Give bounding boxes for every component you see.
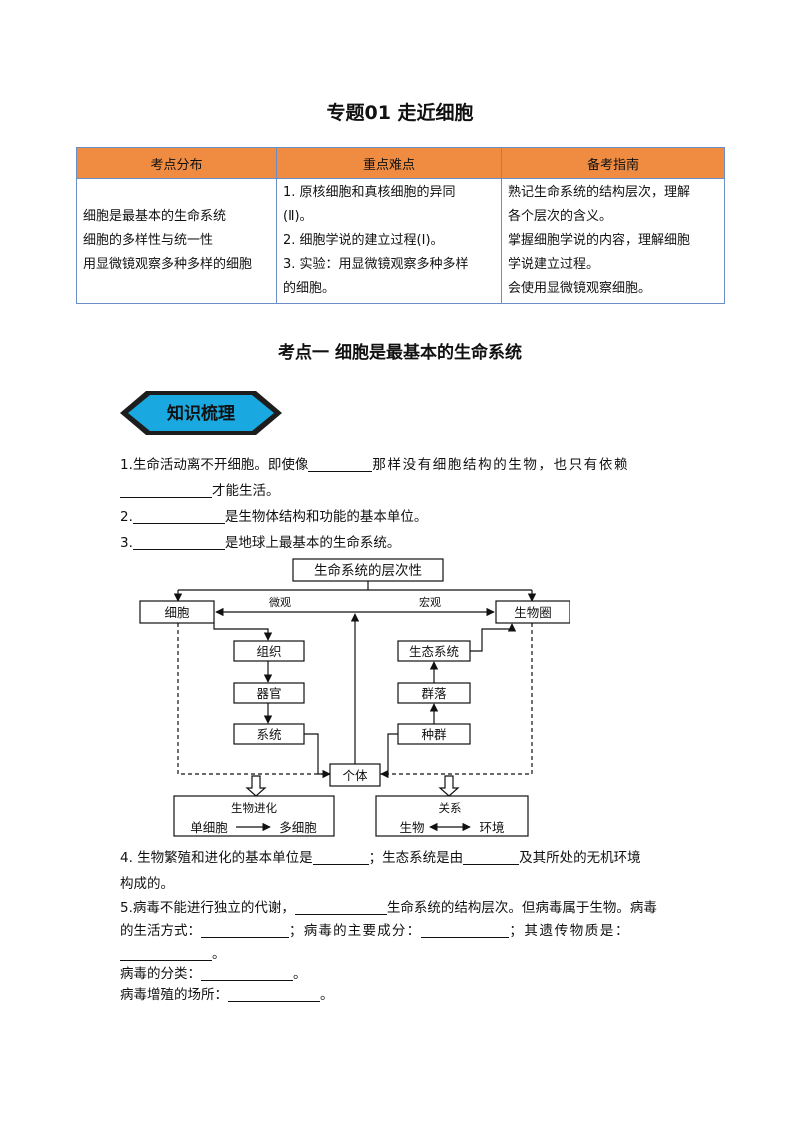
fill-blank[interactable] (463, 848, 520, 865)
diagram-biosphere-label: 生物圈 (514, 605, 552, 620)
paragraph-5-cont: 的生活方式：；病毒的主要成分：；其遗传物质是： (120, 921, 631, 939)
fill-blank[interactable] (201, 964, 293, 981)
exam-points-table: 考点分布 重点难点 备考指南 细胞是最基本的生命系统 细胞的多样性与统一性 用显… (76, 147, 725, 304)
fill-blank[interactable] (132, 507, 225, 524)
paragraph-1: 1.生命活动离不开细胞。即使像那样没有细胞结构的生物，也只有依赖 (120, 455, 630, 473)
table-header: 备考指南 (501, 147, 725, 179)
diagram-relation-title: 关系 (439, 801, 462, 815)
table-cell-guide: 熟记生命系统的结构层次，理解 各个层次的含义。 掌握细胞学说的内容，理解细胞 学… (501, 178, 725, 304)
diagram-community-label: 群落 (421, 686, 447, 701)
diagram-macro-label: 宏观 (419, 595, 441, 609)
fill-blank[interactable] (120, 944, 212, 961)
fill-blank[interactable] (421, 921, 510, 938)
fill-blank[interactable] (201, 921, 289, 938)
diagram-population-label: 种群 (421, 727, 447, 742)
fill-blank[interactable] (132, 533, 225, 550)
knowledge-badge: 知识梳理 (120, 391, 282, 435)
paragraph-5: 5.病毒不能进行独立的代谢，生命系统的结构层次。但病毒属于生物。病毒 (120, 898, 657, 916)
diagram-top-label: 生命系统的层次性 (314, 562, 422, 579)
fill-blank[interactable] (294, 898, 387, 915)
diagram-system-label: 系统 (256, 727, 281, 742)
table-header: 考点分布 (76, 147, 277, 179)
paragraph-3: 3.是地球上最基本的生命系统。 (120, 533, 401, 551)
badge-label: 知识梳理 (166, 403, 235, 424)
paragraph-1-cont: 才能生活。 (120, 479, 680, 503)
table-header-row: 考点分布 重点难点 备考指南 (76, 147, 725, 179)
document-title: 专题01 走近细胞 (326, 102, 474, 124)
paragraph-4-cont: 构成的。 (120, 876, 174, 892)
diagram-tissue-label: 组织 (256, 644, 281, 659)
fill-blank[interactable] (308, 455, 373, 472)
diagram-relation-left: 生物 (399, 820, 424, 835)
paragraph-5-cont2: 。 (120, 942, 680, 966)
paragraph-2: 2.是生物体结构和功能的基本单位。 (120, 507, 428, 525)
paragraph-6: 病毒的分类：。 (120, 964, 307, 982)
table-cell-key-points: 1. 原核细胞和真核细胞的异同 (Ⅱ)。 2. 细胞学说的建立过程(Ⅰ)。 3.… (276, 178, 502, 304)
diagram-micro-label: 微观 (269, 595, 291, 609)
fill-blank[interactable] (120, 481, 212, 498)
table-row: 细胞是最基本的生命系统 细胞的多样性与统一性 用显微镜观察多种多样的细胞 1. … (76, 178, 725, 304)
diagram-evo-to: 多细胞 (279, 820, 317, 835)
diagram-individual-label: 个体 (342, 768, 368, 783)
fill-blank[interactable] (312, 848, 369, 865)
diagram-evo-title: 生物进化 (231, 801, 277, 815)
table-cell-distribution: 细胞是最基本的生命系统 细胞的多样性与统一性 用显微镜观察多种多样的细胞 (76, 178, 277, 304)
table-header: 重点难点 (276, 147, 502, 179)
section-title: 考点一 细胞是最基本的生命系统 (278, 343, 522, 363)
diagram-ecosystem-label: 生态系统 (409, 644, 459, 659)
diagram-evo-from: 单细胞 (190, 820, 228, 835)
paragraph-7: 病毒增殖的场所：。 (120, 985, 334, 1003)
diagram-organ-label: 器官 (256, 686, 281, 701)
paragraph-4: 4. 生物繁殖和进化的基本单位是；生态系统是由及其所处的无机环境 (120, 848, 641, 866)
diagram-cell-label: 细胞 (164, 605, 190, 620)
fill-blank[interactable] (228, 985, 320, 1002)
life-system-hierarchy-diagram: 生命系统的层次性 细胞 生物圈 微观 宏观 组织 器官 系统 个体 生态系统 群… (139, 558, 570, 837)
diagram-relation-right: 环境 (479, 820, 504, 835)
